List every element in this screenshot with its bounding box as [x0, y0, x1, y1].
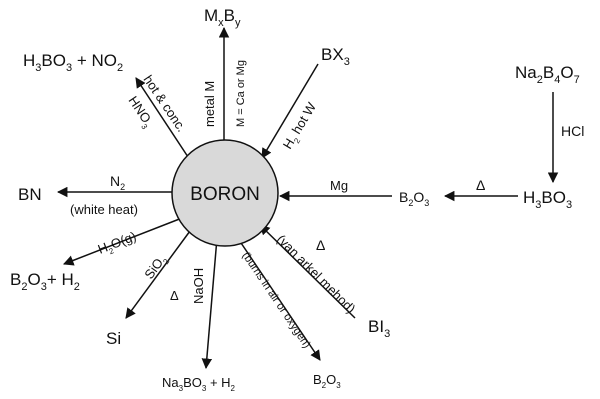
naoh-condition: NaOH [191, 268, 206, 304]
delta-bi3-condition: Δ [316, 237, 325, 253]
m-definition-condition: M = Ca or Mg [235, 60, 247, 127]
na2b4o7-label: Na2B4O7 [515, 63, 580, 86]
boron-label: BORON [190, 184, 260, 205]
arrow-to-h3bo3-no2 [135, 77, 193, 164]
arrow-to-b2o3-bottom [236, 236, 321, 361]
h3bo3-right-label: H3BO3 [523, 188, 572, 211]
boron-circle [171, 139, 279, 247]
white-heat-condition: (white heat) [70, 202, 138, 217]
mxby-label: MxBy [204, 6, 241, 29]
hno3-condition: HNO3 [123, 93, 157, 131]
h3bo3-no2-label: H3BO3 + NO2 [23, 51, 123, 74]
bn-label: BN [18, 185, 42, 204]
h2-hot-w-condition: H2 hot W [280, 99, 322, 153]
arrow-from-bi3 [259, 224, 356, 319]
hcl-condition: HCl [561, 123, 584, 139]
delta-top-condition: Δ [476, 177, 485, 193]
delta-sio2-condition: Δ [170, 288, 179, 303]
bx3-label: BX3 [321, 45, 350, 68]
metal-m-condition: metal M [202, 81, 217, 127]
arrow-to-si [125, 230, 191, 319]
na3bo3-h2-label: Na3BO3 + H2 [162, 375, 236, 393]
sio2-condition: SiO2 [141, 251, 171, 283]
si-label: Si [106, 329, 121, 348]
arrow-to-b2o3-h2 [63, 217, 183, 266]
n2-condition: N2 [110, 173, 125, 192]
reaction-arrows [56, 26, 559, 370]
arrow-to-na3bo3 [201, 237, 218, 370]
arrow-from-bx3 [261, 63, 319, 159]
h2o-g-condition: H2O(g) [96, 229, 140, 260]
b2o3-h2-label: B2O3+ H2 [10, 270, 80, 293]
b2o3-bottom-label: B2O3 [313, 372, 341, 390]
b2o3-mid-label: B2O3 [399, 189, 429, 208]
mg-condition: Mg [330, 178, 348, 193]
bi3-label: BI3 [368, 317, 390, 340]
